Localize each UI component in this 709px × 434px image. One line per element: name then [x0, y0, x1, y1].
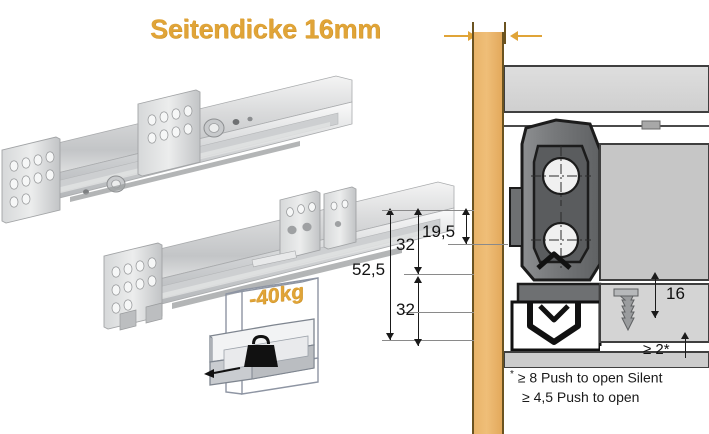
dim-arrow-down-52-5	[386, 333, 394, 340]
note-line-1: * ≥ 8 Push to open Silent	[510, 369, 662, 386]
weight-icon	[244, 335, 278, 367]
arrow-left-icon	[204, 367, 241, 378]
dim-ext-52-5-bottom	[382, 340, 474, 341]
dim-label-gap: ≥ 2*	[643, 341, 670, 358]
dim-label-16: 16	[666, 284, 685, 303]
drawer-box-illustration	[204, 277, 319, 395]
note-line-1-text: ≥ 8 Push to open Silent	[517, 369, 663, 386]
dim-line-19-5	[466, 212, 468, 244]
dim-line-16	[655, 276, 657, 318]
dim-arrow-down-19-5	[462, 237, 470, 244]
dim-label-52-5: 52,5	[352, 260, 386, 279]
dim-line-52-5	[390, 212, 392, 340]
note-star: *	[510, 369, 514, 380]
dim-label-19-5: 19,5	[422, 222, 456, 241]
dim-ext-19-5-bottom	[448, 244, 508, 245]
panel-edge-tick-right	[504, 22, 506, 44]
dim-line-32-bottom	[418, 280, 420, 346]
dim-arrow-down-32-top	[414, 267, 422, 274]
screw-icon	[613, 288, 639, 332]
dim-arrow-down-16	[651, 311, 659, 318]
dim-label-32-bottom: 32	[396, 300, 415, 319]
title-arrow-shaft-right	[444, 35, 470, 37]
title-arrow-shaft-left	[516, 35, 542, 37]
dim-ext-52-5-top	[382, 210, 474, 211]
page-title: Seitendicke 16mm	[150, 14, 381, 44]
dim-arrow-down-32-bottom	[414, 339, 422, 346]
dim-arrow-up-32-top	[414, 208, 422, 215]
dim-arrow-up-32-bottom	[414, 276, 422, 283]
note-line-2: ≥ 4,5 Push to open	[522, 389, 640, 405]
dim-line-gap	[685, 336, 687, 358]
dim-arrow-up-52-5	[386, 208, 394, 215]
dim-ext-lower	[404, 312, 474, 313]
dim-ext-mid	[404, 274, 474, 275]
dim-arrow-up-19-5	[462, 208, 470, 215]
dim-arrow-up-16	[651, 272, 659, 279]
arrow-left-icon	[510, 31, 518, 41]
side-panel-16mm	[472, 32, 504, 434]
dim-line-32-top	[418, 212, 420, 274]
dim-label-32-top: 32	[396, 235, 415, 254]
cross-section-detail	[504, 65, 709, 368]
dim-arrow-up-gap	[681, 332, 689, 339]
